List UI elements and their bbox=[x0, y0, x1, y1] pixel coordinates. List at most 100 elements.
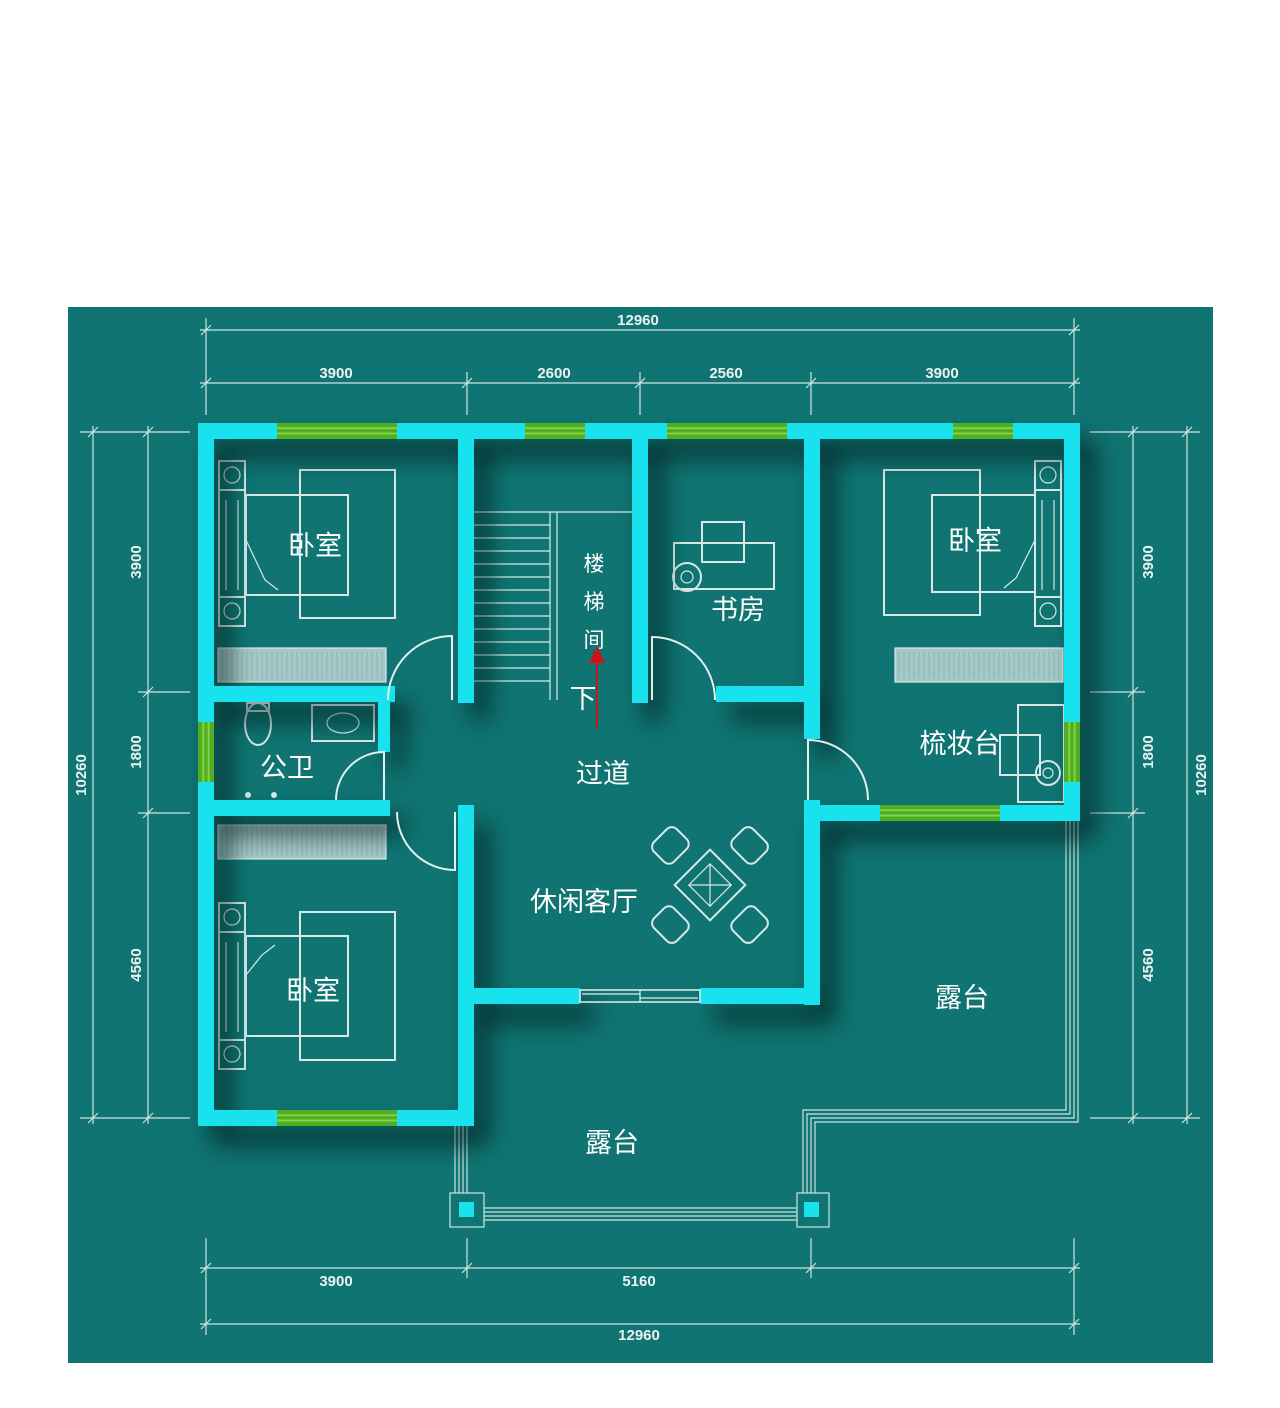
door-bedroom-ne bbox=[807, 738, 869, 801]
door-bathroom bbox=[335, 750, 385, 801]
stair-handrail bbox=[549, 511, 632, 700]
stair-direction-arrow bbox=[589, 646, 605, 728]
dimension-label: 4560 bbox=[1140, 948, 1157, 981]
door-bedroom-nw bbox=[387, 634, 453, 701]
terrace-railing bbox=[449, 821, 1079, 1228]
stair-treads bbox=[474, 511, 550, 682]
wall-bedroom-nw-south bbox=[198, 686, 395, 702]
label-lounge: 休闲客厅 bbox=[530, 887, 638, 918]
dimension-label: 12960 bbox=[618, 1327, 660, 1344]
chair bbox=[730, 826, 769, 865]
dimension-bottom: 3900 5160 12960 bbox=[200, 1238, 1080, 1344]
wall-lounge-east bbox=[804, 800, 820, 1005]
dimension-label: 1800 bbox=[128, 735, 145, 768]
dimension-label: 3900 bbox=[1140, 545, 1157, 578]
walls bbox=[198, 423, 1080, 1126]
dimension-top: 12960 3900 2600 2560 3900 bbox=[200, 312, 1080, 415]
railing-post-cap bbox=[804, 1202, 819, 1217]
label-bedroom-sw: 卧室 bbox=[286, 976, 340, 1007]
dimension-label: 12960 bbox=[617, 312, 659, 329]
window-pane bbox=[1064, 722, 1080, 782]
dimension-label: 5160 bbox=[622, 1273, 655, 1290]
table bbox=[673, 848, 747, 922]
desk bbox=[673, 542, 775, 590]
wall-study-west bbox=[632, 423, 648, 703]
lounge-table-set bbox=[651, 826, 769, 944]
railing-post bbox=[796, 1192, 830, 1228]
window bbox=[880, 805, 1000, 821]
window-pane bbox=[880, 805, 1000, 821]
desk-chair bbox=[701, 521, 745, 563]
wall-study-east bbox=[804, 423, 820, 739]
dimension-left: 10260 3900 1800 4560 bbox=[73, 426, 190, 1124]
dimension-line bbox=[200, 318, 1080, 415]
dimension-line bbox=[1090, 426, 1200, 1124]
wardrobe-ne bbox=[894, 647, 1064, 683]
label-stairwell: 间 bbox=[584, 628, 605, 652]
window-pane bbox=[277, 1110, 397, 1126]
dimension-label: 3900 bbox=[925, 365, 958, 382]
room-labels: 卧室 楼 梯 间 下 书房 卧室 梳妆台 公卫 过道 休闲客厅 卧室 露台 露台 bbox=[260, 526, 1002, 1159]
dimensions: 12960 3900 2600 2560 3900 3900 5160 1296… bbox=[73, 312, 1210, 1344]
label-bedroom-ne: 卧室 bbox=[948, 526, 1002, 557]
wall-bathroom-east bbox=[378, 700, 390, 752]
label-corridor: 过道 bbox=[576, 759, 630, 790]
dimension-right: 3900 1800 4560 10260 bbox=[1090, 426, 1210, 1124]
study-desk bbox=[672, 521, 775, 592]
chair bbox=[730, 905, 769, 944]
wall-lounge-south bbox=[474, 988, 580, 1004]
window bbox=[1064, 722, 1080, 782]
label-terrace-south: 露台 bbox=[585, 1128, 639, 1159]
dimension-label: 2560 bbox=[709, 365, 742, 382]
doors bbox=[335, 634, 869, 1003]
window bbox=[525, 423, 585, 439]
window bbox=[277, 1110, 397, 1126]
railing-post-cap bbox=[459, 1202, 474, 1217]
dimension-line bbox=[80, 426, 190, 1124]
window bbox=[667, 423, 787, 439]
dimension-label: 1800 bbox=[1140, 735, 1157, 768]
bathroom-fixtures bbox=[244, 702, 375, 798]
railing-west bbox=[454, 1126, 468, 1193]
window-pane bbox=[667, 423, 787, 439]
wall-lounge-south bbox=[700, 988, 820, 1004]
wall-bedroom-sw-east bbox=[458, 805, 474, 1126]
washbasin bbox=[311, 704, 375, 742]
bed-sw bbox=[218, 902, 396, 1070]
label-terrace-east: 露台 bbox=[935, 983, 989, 1014]
window-pane bbox=[525, 423, 585, 439]
label-dressing-table: 梳妆台 bbox=[920, 729, 1001, 760]
sliding-door-lounge bbox=[579, 989, 701, 1003]
label-stairwell: 楼 bbox=[584, 552, 605, 576]
window-pane bbox=[198, 722, 214, 782]
wall-bedroom-nw-east bbox=[458, 423, 474, 703]
label-bathroom: 公卫 bbox=[260, 753, 314, 784]
label-bedroom-nw: 卧室 bbox=[288, 531, 342, 562]
bed-nw bbox=[218, 460, 396, 627]
label-study: 书房 bbox=[711, 595, 765, 626]
dimension-line bbox=[200, 1238, 1080, 1335]
label-stairwell: 梯 bbox=[584, 590, 605, 614]
wall-east bbox=[1064, 423, 1080, 820]
window-pane bbox=[953, 423, 1013, 439]
door-study bbox=[651, 635, 716, 701]
window-pane bbox=[277, 423, 397, 439]
bed-ne bbox=[883, 460, 1062, 627]
window bbox=[198, 722, 214, 782]
railing-south bbox=[484, 1207, 797, 1221]
window bbox=[953, 423, 1013, 439]
dimension-label: 4560 bbox=[128, 948, 145, 981]
dimension-label: 10260 bbox=[73, 754, 90, 796]
wardrobe-sw bbox=[217, 824, 387, 860]
chair bbox=[651, 826, 690, 865]
dimension-label: 3900 bbox=[128, 545, 145, 578]
windows bbox=[198, 423, 1080, 1126]
door-bedroom-sw bbox=[396, 811, 456, 872]
wall-bathroom-south bbox=[198, 800, 390, 816]
wardrobe-nw bbox=[217, 647, 387, 683]
dimension-label: 2600 bbox=[537, 365, 570, 382]
dimension-label: 3900 bbox=[319, 365, 352, 382]
staircase bbox=[474, 511, 632, 728]
railing-post bbox=[449, 1192, 485, 1228]
